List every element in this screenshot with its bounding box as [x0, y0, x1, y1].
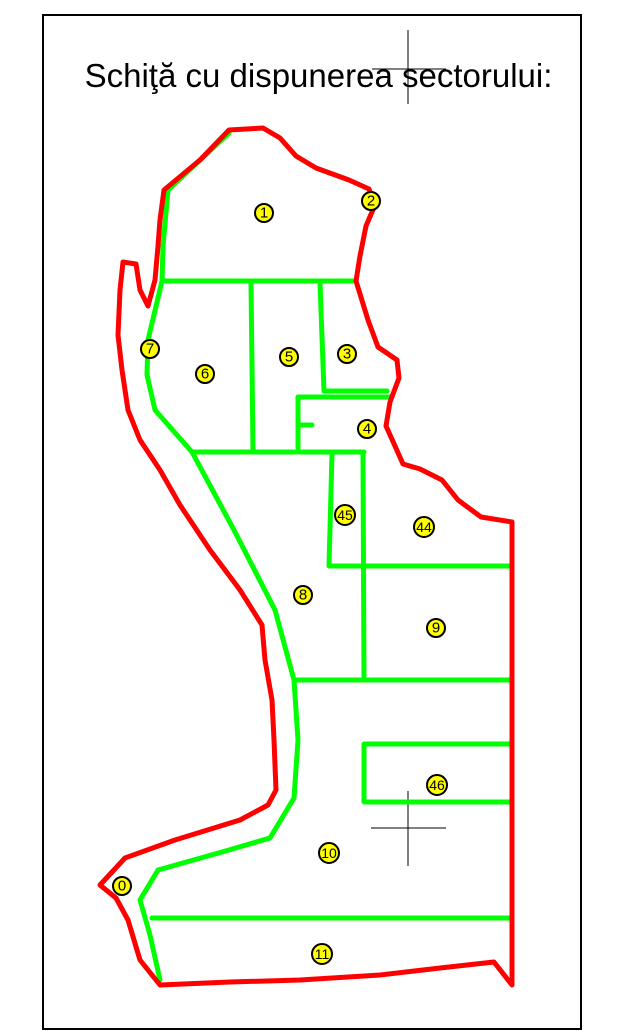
parcel-marker-11[interactable]: 11 [311, 943, 333, 965]
parcel-label-46: 46 [429, 777, 445, 793]
parcel-label-9: 9 [432, 620, 440, 637]
parcel-marker-9[interactable]: 9 [426, 618, 446, 638]
parcel-lines [137, 130, 512, 983]
parcel-label-11: 11 [315, 946, 330, 962]
parcel-marker-5[interactable]: 5 [279, 347, 299, 367]
parcel-marker-46[interactable]: 46 [426, 774, 448, 796]
parcel-label-44: 44 [416, 519, 432, 535]
parcel-label-1: 1 [260, 205, 268, 222]
parcel-marker-2[interactable]: 2 [361, 191, 381, 211]
parcel-label-3: 3 [343, 346, 351, 363]
parcel-marker-1[interactable]: 1 [254, 203, 274, 223]
map-title: Schiţă cu dispunerea sectorului: [84, 57, 553, 94]
parcel-label-8: 8 [299, 587, 307, 604]
crosshair-top [372, 30, 446, 104]
parcel-label-6: 6 [201, 366, 209, 383]
parcel-marker-3[interactable]: 3 [337, 344, 357, 364]
parcel-label-0: 0 [118, 878, 126, 895]
parcel-marker-6[interactable]: 6 [195, 364, 215, 384]
parcel-label-7: 7 [146, 341, 154, 358]
sector-boundary [97, 125, 515, 988]
parcel-label-10: 10 [321, 845, 337, 861]
parcel-label-5: 5 [285, 349, 293, 366]
parcel-marker-7[interactable]: 7 [140, 339, 160, 359]
parcel-marker-10[interactable]: 10 [318, 842, 340, 864]
parcel-marker-4[interactable]: 4 [357, 419, 377, 439]
parcel-marker-44[interactable]: 44 [413, 516, 435, 538]
parcel-marker-45[interactable]: 45 [334, 504, 356, 526]
parcel-label-2: 2 [367, 193, 375, 210]
parcel-label-4: 4 [363, 421, 371, 438]
map-frame [42, 14, 582, 1030]
parcel-marker-8[interactable]: 8 [293, 585, 313, 605]
parcel-label-45: 45 [337, 507, 353, 523]
parcel-marker-0[interactable]: 0 [112, 876, 132, 896]
